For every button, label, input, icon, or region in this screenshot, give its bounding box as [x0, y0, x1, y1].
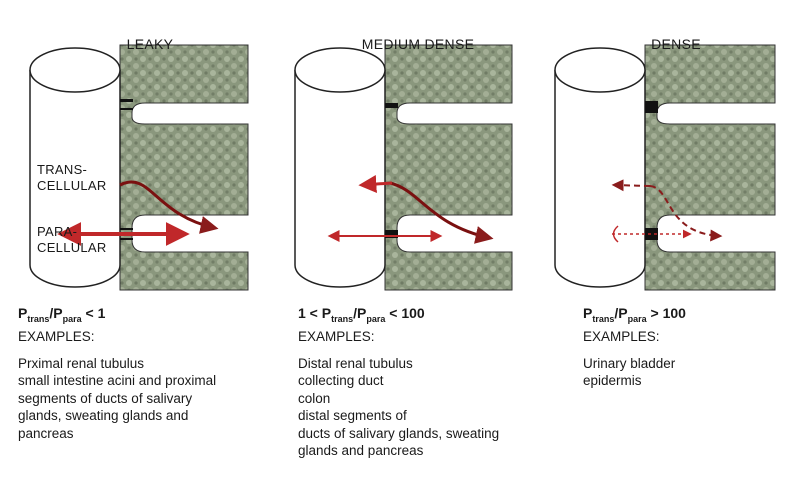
permeability-ratio: Ptrans/Ppara > 100 — [583, 305, 686, 324]
examples-heading: EXAMPLES: — [583, 328, 660, 344]
para-label-line2: CELLULAR — [37, 240, 107, 255]
panel-medium-diagram — [294, 44, 513, 291]
transcellular-arrow — [649, 185, 723, 242]
example-item: Prximal renal tubulus — [18, 355, 145, 371]
panel-title-leaky: LEAKY — [126, 36, 174, 52]
transcellular-arrow — [119, 180, 219, 234]
tight-junction — [385, 103, 398, 108]
example-item: segments of ducts of salivary — [18, 390, 193, 406]
examples-list: Distal renal tubulus collecting duct col… — [298, 355, 499, 460]
example-item: pancreas — [18, 425, 74, 441]
tissue-block — [384, 44, 513, 291]
example-item: distal segments of — [298, 408, 407, 424]
transcellular-arrow — [389, 181, 494, 244]
example-item: ducts of salivary glands, sweating — [298, 425, 500, 441]
permeability-ratio: Ptrans/Ppara < 1 — [18, 305, 106, 324]
tight-junction — [120, 228, 133, 230]
cell-cylinder — [294, 70, 386, 288]
examples-heading: EXAMPLES: — [18, 328, 95, 344]
example-item: Distal renal tubulus — [298, 355, 413, 371]
tight-junction — [645, 101, 658, 113]
para-label-line1: PARA- — [37, 224, 78, 239]
example-item: epidermis — [583, 373, 642, 389]
trans-label-line2: CELLULAR — [37, 178, 107, 193]
example-item: glands, sweating glands and — [18, 408, 189, 424]
example-item: small intestine acini and proximal — [18, 373, 217, 389]
caption-leaky: Ptrans/Ppara < 1 EXAMPLES: Prximal renal… — [18, 305, 216, 442]
example-item: Urinary bladder — [583, 355, 676, 371]
caption-medium-dense: 1 < Ptrans/Ppara < 100 EXAMPLES: Distal … — [298, 305, 499, 460]
example-item: collecting duct — [298, 373, 384, 389]
example-item: glands and pancreas — [298, 443, 424, 459]
panel-leaky-diagram — [29, 44, 249, 291]
tissue-block — [644, 44, 776, 291]
panel-title-dense: DENSE — [651, 36, 701, 52]
paracellular-label: PARA- CELLULAR — [37, 224, 107, 256]
tight-junction — [645, 228, 658, 240]
trans-label-line1: TRANS- — [37, 162, 88, 177]
panel-dense-diagram — [554, 44, 776, 291]
cell-cylinder — [554, 70, 646, 288]
examples-list: Urinary bladder epidermis — [583, 355, 686, 390]
examples-heading: EXAMPLES: — [298, 328, 375, 344]
example-item: colon — [298, 390, 331, 406]
transcellular-label: TRANS- CELLULAR — [37, 162, 107, 194]
tissue-block — [119, 44, 249, 291]
permeability-ratio: 1 < Ptrans/Ppara < 100 — [298, 305, 425, 324]
panel-title-medium-dense: MEDIUM DENSE — [361, 36, 475, 52]
examples-list: Prximal renal tubulus small intestine ac… — [18, 355, 216, 443]
caption-dense: Ptrans/Ppara > 100 EXAMPLES: Urinary bla… — [583, 305, 686, 390]
tight-junction — [120, 99, 133, 102]
